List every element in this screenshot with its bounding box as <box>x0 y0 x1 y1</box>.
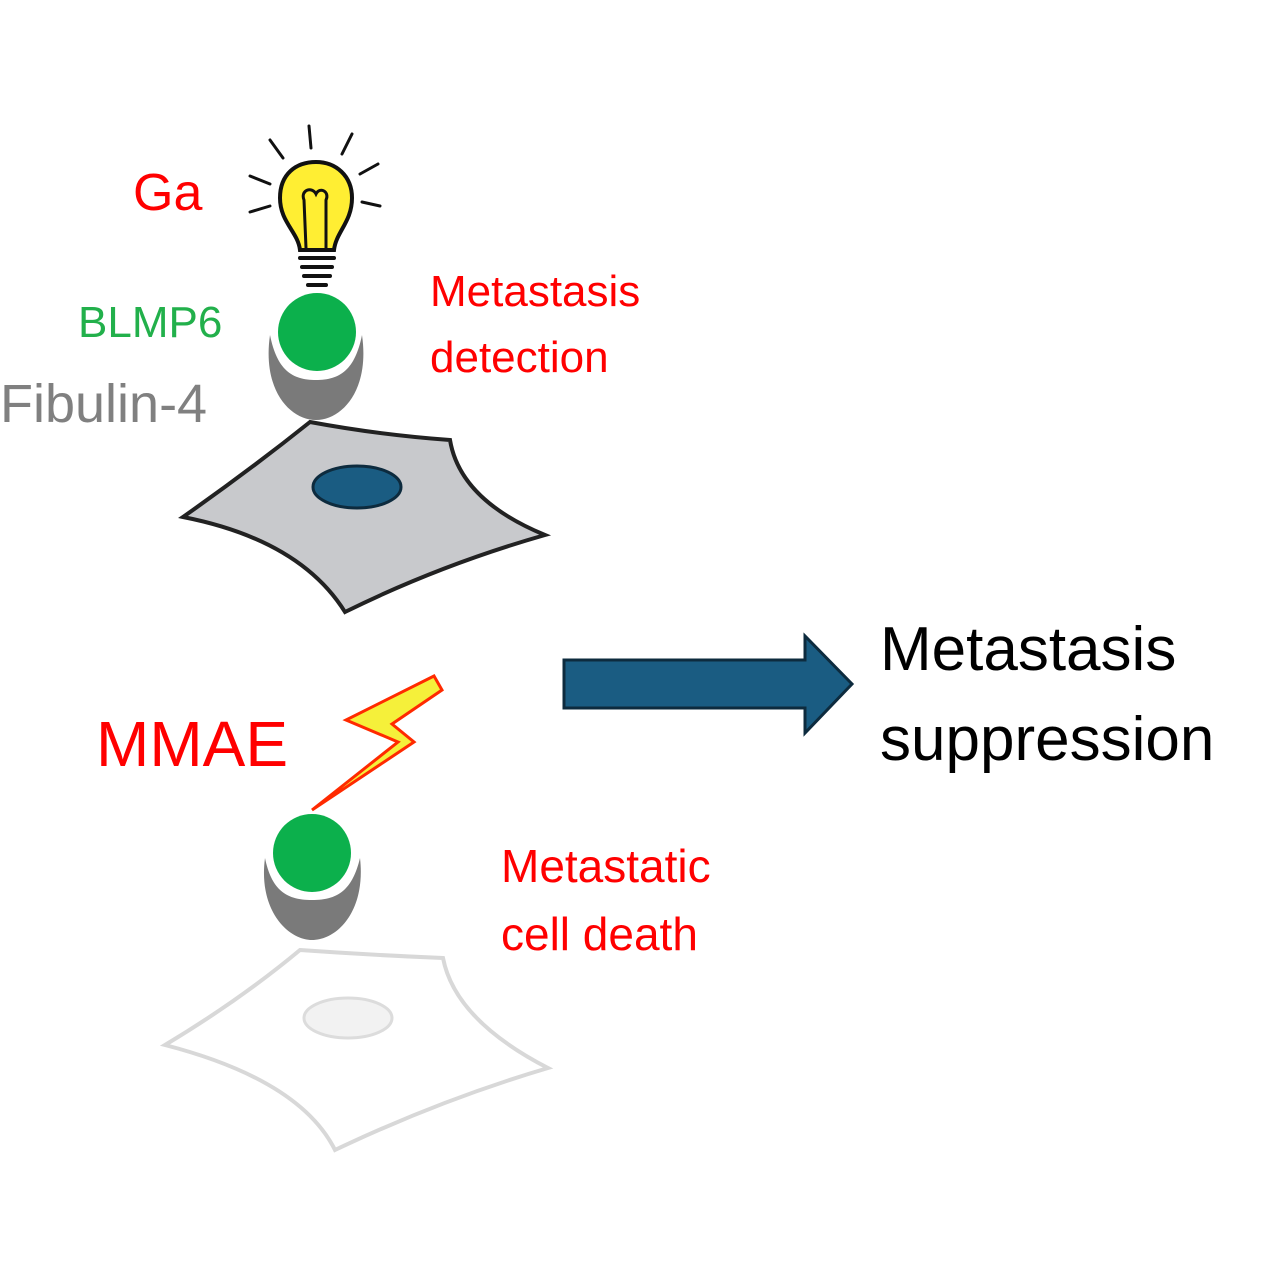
nucleus <box>311 464 403 510</box>
death-label-line1: Metastatic <box>501 840 711 892</box>
death-label-line2: cell death <box>501 908 698 960</box>
mmae-label: MMAE <box>96 708 288 780</box>
suppression-label-line1: Metastasis <box>880 615 1176 684</box>
blmp6-ligand <box>278 293 356 371</box>
fibulin-4-receptor-bottom <box>263 858 361 940</box>
dead-nucleus <box>302 996 394 1040</box>
metastatic-cell <box>178 419 552 615</box>
suppression-label-line2: suppression <box>880 705 1214 774</box>
detection-label-line1: Metastasis <box>430 267 640 316</box>
right-arrow-icon <box>562 632 855 737</box>
fibulin-4-label: Fibulin-4 <box>0 374 207 434</box>
blmp6-ligand-bottom <box>273 814 351 892</box>
lightbulb-icon <box>277 159 355 287</box>
light-rays <box>248 124 382 214</box>
detection-label-line2: detection <box>430 333 609 382</box>
lightning-bolt-icon <box>311 674 444 812</box>
blmp6-label: BLMP6 <box>78 298 222 347</box>
ga-label: Ga <box>133 164 202 222</box>
fibulin-4-receptor <box>268 335 364 420</box>
dead-cell <box>159 947 554 1153</box>
